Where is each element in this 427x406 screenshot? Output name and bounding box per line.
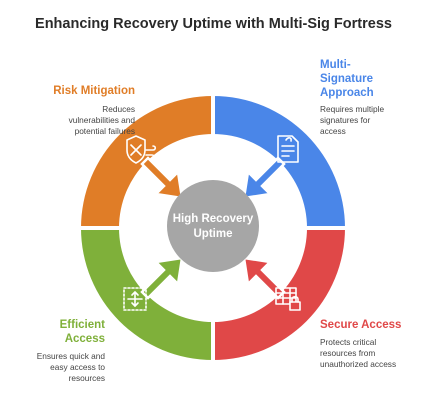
secure-access-desc: Protects critical resources from unautho…: [320, 337, 425, 370]
multi-signature-desc: Requires multiple signatures for access: [320, 104, 420, 137]
arrow-efficient: [140, 256, 184, 300]
secure-desc-line2: resources from: [320, 348, 376, 358]
multisig-desc-line1: Requires multiple: [320, 104, 385, 114]
secure-desc-line1: Protects critical: [320, 337, 377, 347]
efficient-desc-line2: easy access to: [50, 362, 105, 372]
efficient-access-desc: Ensures quick and easy access to resourc…: [20, 351, 105, 384]
risk-desc-line2: vulnerabilities and: [68, 115, 135, 125]
risk-mitigation-desc: Reduces vulnerabilities and potential fa…: [20, 104, 135, 137]
multisig-desc-line2: signatures for: [320, 115, 371, 125]
segment-risk-mitigation: [81, 96, 213, 228]
arrow-secure: [242, 256, 286, 300]
risk-desc-line1: Reduces: [102, 104, 135, 114]
efficient-desc-line1: Ensures quick and: [36, 351, 105, 361]
secure-desc-line3: unauthorized access: [320, 359, 397, 369]
center-circle: [167, 180, 259, 272]
locked-table-icon: [275, 287, 301, 311]
multisig-title-line3: Approach: [320, 87, 374, 99]
segment-secure-access: [213, 228, 345, 360]
efficient-desc-line3: resources: [68, 373, 105, 383]
arrow-risk: [140, 156, 184, 200]
diagram-title: Enhancing Recovery Uptime with Multi-Sig…: [35, 16, 392, 32]
move-arrows-icon: [123, 287, 147, 311]
segment-efficient-access: [81, 228, 213, 360]
segment-multi-signature: [213, 96, 345, 228]
multi-signature-title: Multi- Signature Approach: [320, 58, 420, 100]
multisig-title-line1: Multi-: [320, 59, 351, 71]
signed-document-icon: [277, 135, 299, 163]
efficient-title-line2: Access: [64, 333, 105, 345]
efficient-access-title: Efficient Access: [20, 318, 105, 346]
center-label-line1: High Recovery: [173, 213, 254, 225]
multisig-title-line2: Signature: [320, 73, 374, 85]
risk-mitigation-title: Risk Mitigation: [53, 85, 135, 97]
arrow-multisig: [242, 156, 286, 200]
efficient-title-line1: Efficient: [59, 319, 105, 331]
secure-access-title: Secure Access: [320, 319, 402, 331]
center-label-line2: Uptime: [194, 228, 233, 240]
risk-desc-line3: potential failures: [74, 126, 135, 136]
multisig-desc-line3: access: [320, 126, 346, 136]
shield-wind-icon: [126, 135, 157, 164]
